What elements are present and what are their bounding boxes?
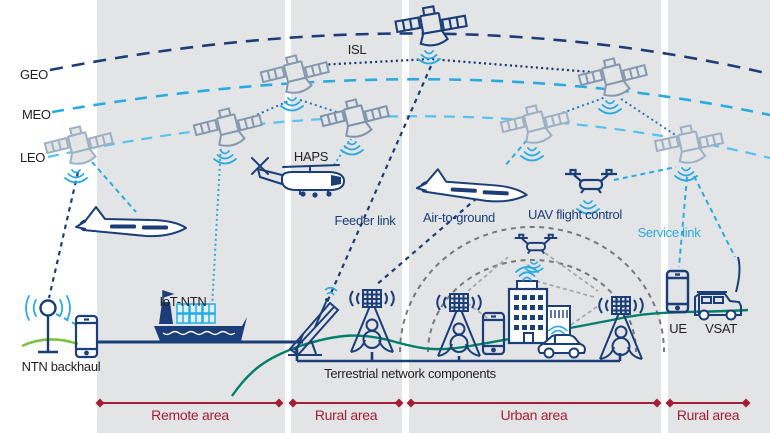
backhaul-phone-icon: [74, 314, 99, 359]
mesh-link-building-tower: [535, 280, 595, 298]
air-to-ground-label: Air-to-ground: [423, 210, 495, 225]
sat-plane-link-right: [503, 139, 528, 168]
ground-station-dish: [288, 286, 340, 357]
ue-label: UE: [669, 321, 687, 336]
geo-orbit-arc: [49, 32, 770, 76]
rural-area-left-label: Rural area: [315, 407, 378, 423]
intersat-link-4: [620, 98, 684, 141]
service-link-label: Service link: [638, 225, 702, 240]
beam-icon-leo1: [64, 169, 88, 184]
mesh-link-tower-drone: [467, 256, 509, 292]
building-roof: [516, 280, 538, 290]
building-small-hatch: [550, 310, 568, 318]
ground-arc-backhaul: [21, 338, 79, 348]
terrestrial-components-label: Terrestrial network components: [324, 366, 496, 381]
remote-area-label: Remote area: [151, 407, 229, 423]
urban-mesh-links: [466, 252, 599, 330]
isl-link-line: [317, 57, 605, 75]
outer-dome-arc: [399, 226, 665, 353]
urban-block: [481, 266, 586, 359]
ship-hull: [154, 317, 247, 341]
urban-area-label: Urban area: [500, 407, 568, 423]
panel-remote-area: [97, 0, 285, 433]
vsat-vehicle: [694, 256, 742, 321]
leo-backhaul-link: [47, 171, 80, 299]
haps-helicopter: [251, 157, 346, 198]
service-link-ue: [678, 176, 688, 268]
ntn-backhaul-site: [25, 295, 99, 359]
iot-ntn-ship: [154, 289, 247, 341]
service-link-vsat: [693, 175, 736, 258]
jeep-icon: [694, 291, 742, 321]
feeder-link-line: [326, 65, 433, 301]
panel-rural-area-right: [668, 0, 770, 433]
inner-dome-arc: [427, 259, 637, 353]
intersat-link-1: [237, 99, 292, 124]
feeder-link-label: Feeder link: [334, 213, 396, 228]
building-windows: [514, 295, 543, 330]
isl-label: ISL: [348, 42, 367, 57]
uav-flight-control-label: UAV flight control: [528, 207, 622, 222]
iot-ntn-label: IoT-NTN: [159, 294, 206, 309]
uav-control-link-line: [613, 166, 677, 181]
mesh-link-tower-phone: [466, 302, 491, 321]
dish-feed-wifi-icon: [324, 286, 338, 296]
mesh-link-drone-tower: [544, 252, 599, 292]
meo-orbit-label: MEO: [22, 107, 51, 122]
building-door: [523, 332, 534, 343]
ntn-backhaul-label: NTN backhaul: [22, 359, 101, 374]
geo-orbit-label: GEO: [20, 67, 48, 82]
iot-ntn-link-line: [211, 143, 222, 309]
ship-containers: [176, 303, 216, 324]
meo-orbit-arc: [51, 77, 770, 117]
leo-orbit-label: LEO: [20, 150, 45, 165]
rural-area-right-label: Rural area: [677, 407, 740, 423]
vsat-antenna-whip: [735, 256, 741, 293]
sat-plane-link-left: [91, 161, 137, 213]
antenna-icon: [39, 299, 57, 317]
car-icon: [537, 334, 586, 359]
urban-coverage-domes: [399, 226, 665, 353]
antenna-wifi-icon: [25, 295, 71, 321]
area-markers: [95, 398, 751, 408]
vsat-label: VSAT: [705, 321, 737, 336]
area-panels: [97, 0, 770, 433]
air-to-ground-link-line: [374, 197, 478, 287]
haps-label: HAPS: [294, 149, 329, 164]
